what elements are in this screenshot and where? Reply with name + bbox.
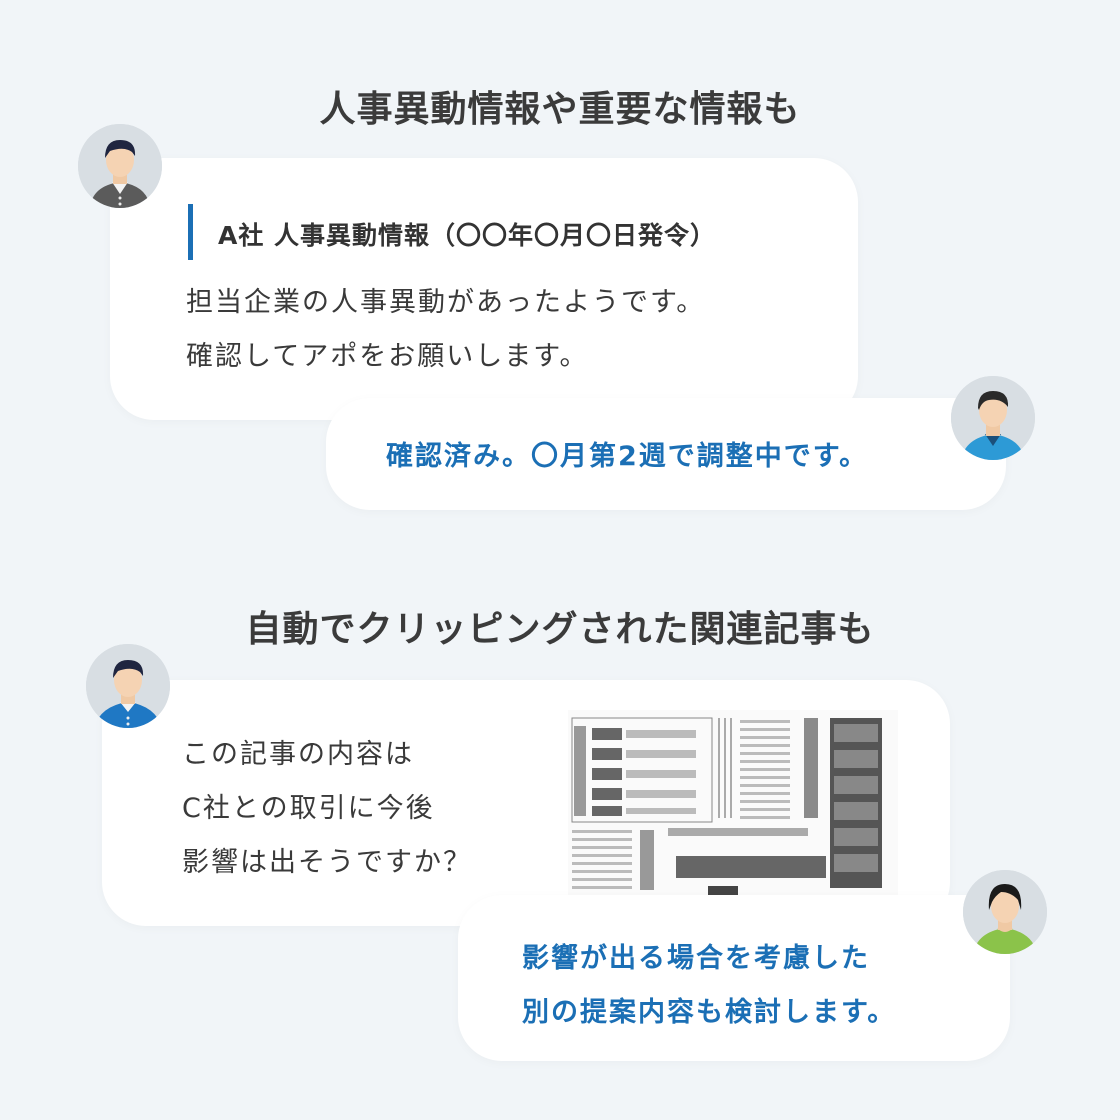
message-text-1: 担当企業の人事異動があったようです。 確認してアポをお願いします。 xyxy=(186,276,705,384)
card-title: A社 人事異動情報（〇〇年〇月〇日発令） xyxy=(218,221,717,250)
avatar-sales-icon xyxy=(951,376,1035,460)
message-line: 影響は出そうですか？ xyxy=(182,847,472,878)
reply-line: 影響が出る場合を考慮した xyxy=(522,943,870,974)
message-text-2: この記事の内容は C社との取引に今後 影響は出そうですか？ xyxy=(182,728,472,890)
section2-heading: 自動でクリッピングされた関連記事も xyxy=(245,609,875,650)
message-bubble-1 xyxy=(110,158,858,420)
reply-bubble-1 xyxy=(326,398,1006,510)
reply-line: 別の提案内容も検討します。 xyxy=(522,997,897,1028)
message-line: この記事の内容は xyxy=(182,739,414,770)
newspaper-clipping-icon xyxy=(568,710,898,896)
avatar-manager-icon xyxy=(78,124,162,208)
message-line: 確認してアポをお願いします。 xyxy=(186,341,589,372)
avatar-staff-icon xyxy=(963,870,1047,954)
reply-text-2: 影響が出る場合を考慮した 別の提案内容も検討します。 xyxy=(522,932,896,1040)
reply-bubble-2 xyxy=(458,895,1010,1061)
message-line: 担当企業の人事異動があったようです。 xyxy=(186,287,706,318)
card-title-accent xyxy=(188,204,193,260)
section1-heading: 人事異動情報や重要な情報も xyxy=(319,89,801,130)
message-line: C社との取引に今後 xyxy=(182,793,435,824)
avatar-manager2-icon xyxy=(86,644,170,728)
reply-text-1: 確認済み。〇月第2週で調整中です。 xyxy=(386,441,869,472)
